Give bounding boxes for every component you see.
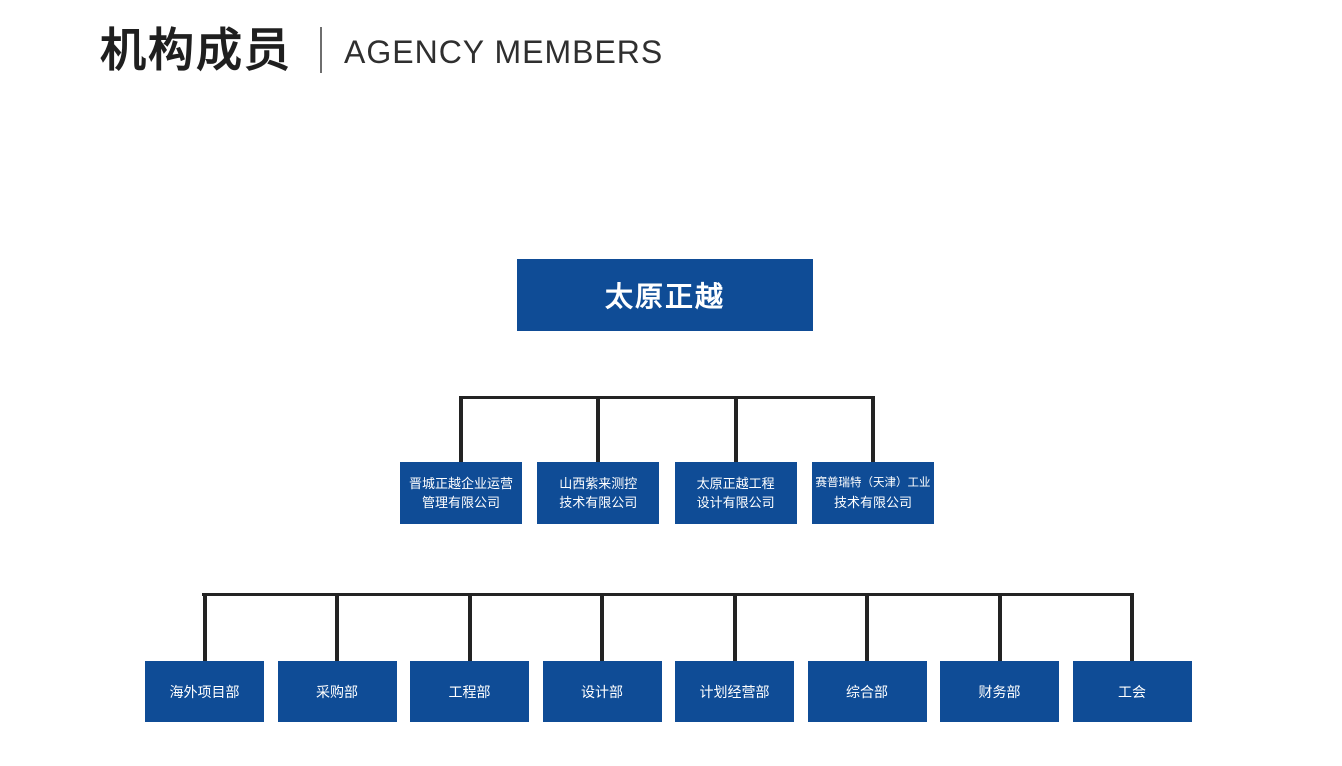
connector-drop	[733, 396, 738, 462]
subsidiary-box: 赛普瑞特（天津）工业 技术有限公司	[812, 462, 934, 524]
subsidiary-label: 太原正越工程	[696, 476, 775, 491]
subsidiary-label: 设计有限公司	[696, 495, 775, 510]
department-box: 综合部	[807, 661, 927, 722]
org-root-box: 太原正越	[517, 259, 813, 331]
connector-rail-level3	[202, 593, 1134, 596]
connector-rail-level2	[459, 396, 875, 399]
connector-drop	[732, 593, 737, 661]
connector-drop	[335, 593, 339, 661]
department-box: 工会	[1072, 661, 1192, 722]
connector-drop	[1130, 593, 1134, 661]
department-box: 财务部	[940, 661, 1059, 722]
subsidiary-label: 赛普瑞特（天津）工业	[815, 477, 931, 489]
subsidiary-label: 管理有限公司	[421, 495, 500, 510]
subsidiary-box: 山西紫来测控 技术有限公司	[537, 462, 660, 524]
subsidiary-box: 晋城正越企业运营 管理有限公司	[400, 462, 522, 524]
connector-drop	[997, 593, 1002, 661]
department-box: 计划经营部	[675, 661, 794, 722]
slide-header: 机构成员 AGENCY MEMBERS	[100, 18, 663, 82]
page-title: 机构成员	[100, 24, 292, 76]
department-box: 海外项目部	[145, 661, 264, 722]
subsidiary-label: 晋城正越企业运营	[408, 476, 513, 491]
connector-drop	[865, 593, 869, 661]
connector-drop	[600, 593, 604, 661]
subsidiary-box: 太原正越工程 设计有限公司	[674, 462, 797, 524]
subsidiary-label: 山西紫来测控	[559, 476, 638, 491]
subsidiary-label: 技术有限公司	[833, 495, 912, 510]
connector-drop	[596, 396, 601, 462]
page-subtitle: AGENCY MEMBERS	[344, 34, 664, 70]
department-box: 设计部	[542, 661, 662, 722]
connector-drop	[459, 396, 463, 462]
title-divider	[320, 27, 322, 73]
connector-drop	[467, 593, 472, 661]
connector-drop	[202, 593, 207, 661]
department-box: 工程部	[410, 661, 529, 722]
subsidiary-label: 技术有限公司	[559, 495, 638, 510]
connector-drop	[871, 396, 875, 462]
department-box: 采购部	[277, 661, 397, 722]
